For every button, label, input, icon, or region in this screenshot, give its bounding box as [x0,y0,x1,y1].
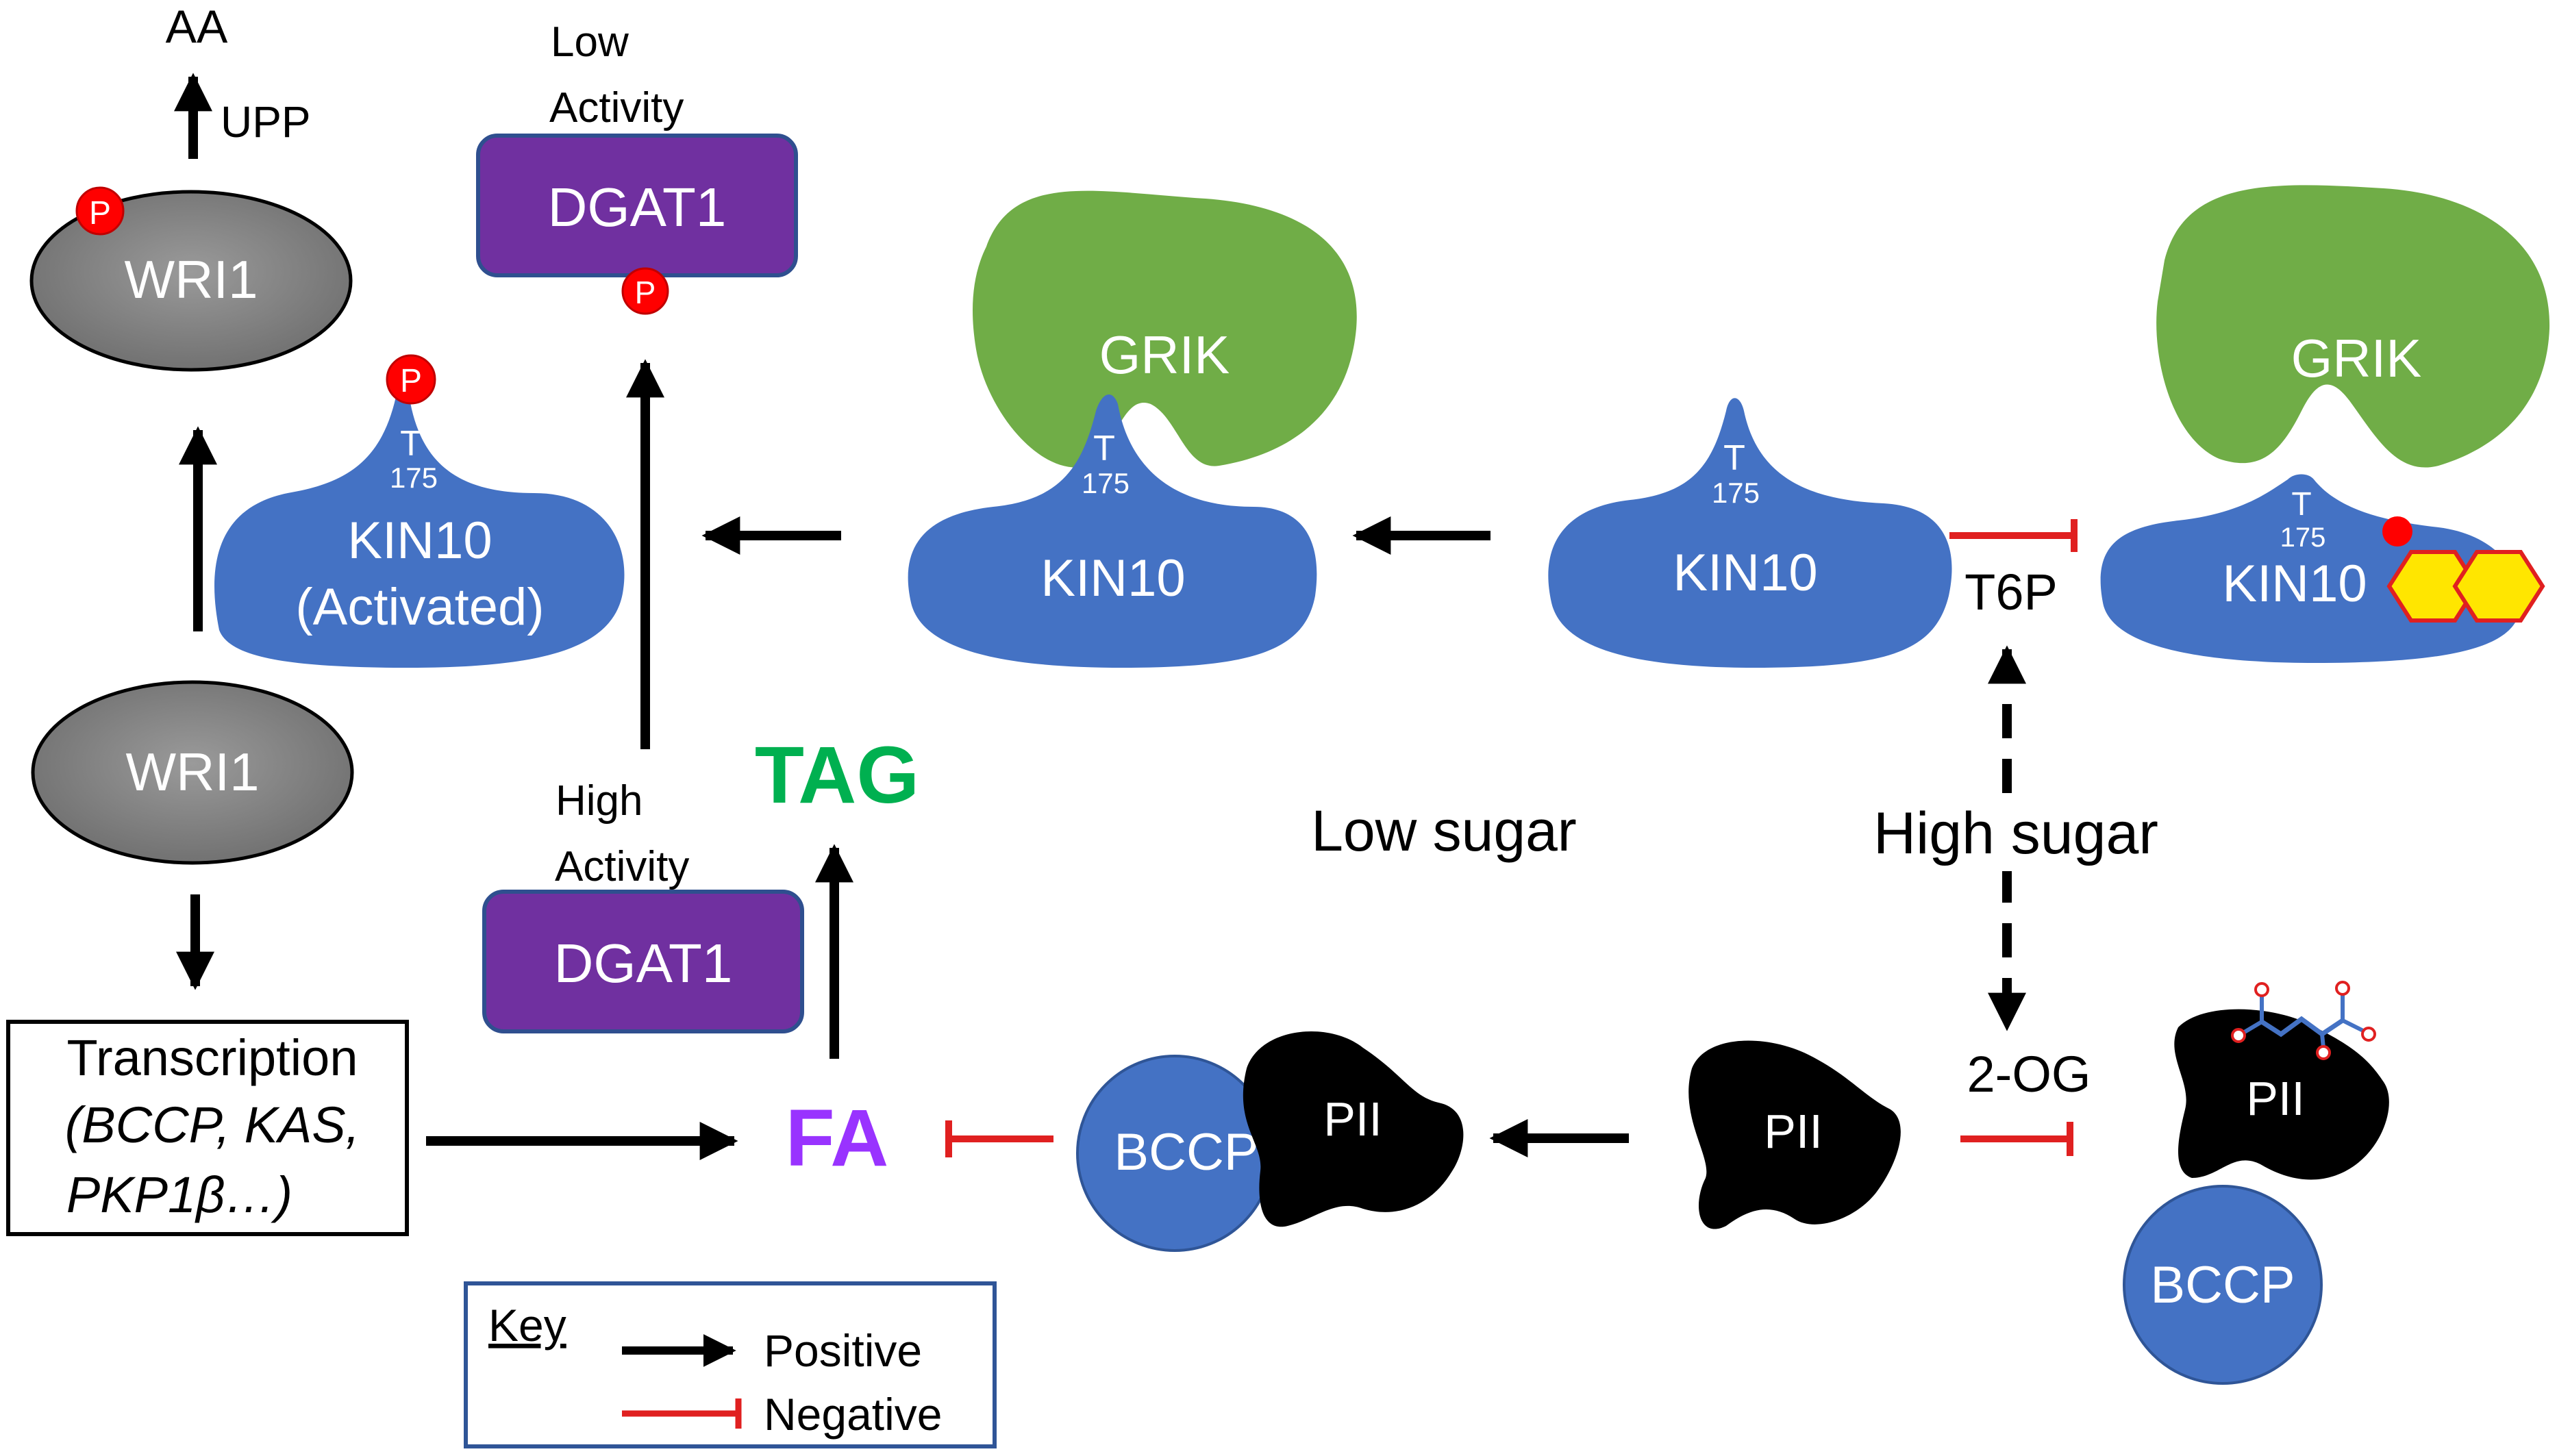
kin10-free-node [1548,398,1952,668]
grik-right-node [2156,185,2550,468]
bccp-free-label: BCCP [2150,1256,2295,1314]
t6p-label: T6P [1964,564,2058,620]
pii-bound-node [1243,1031,1464,1227]
transcription-box [6,1020,409,1236]
low-activity-line2: Activity [549,84,684,131]
wri1-phospho-label: P [89,195,111,231]
kin10-t6p-t: T [2291,486,2311,523]
grik-middle-node [973,190,1357,468]
dgat1-phospho-badge [621,267,669,315]
bccp-bound-label: BCCP [1114,1123,1258,1181]
kin10-middle-t-num: 175 [1082,467,1130,499]
kin10-free-label: KIN10 [1673,544,1817,602]
upp-label: UPP [221,97,311,147]
kin10-activated-t-num: 175 [390,462,438,494]
kin10-t6p-t-num: 175 [2280,523,2326,553]
high-activity-line1: High [556,777,643,825]
transcription-title: Transcription [67,1029,358,1086]
dgat1-phospho-label: P [635,275,656,310]
low-sugar-label: Low sugar [1311,799,1577,863]
kin10-t6p-label: KIN10 [2222,555,2367,613]
kin10-middle-label: KIN10 [1040,549,1185,607]
pii-2og-node [2174,1009,2389,1180]
wri1-top-label: WRI1 [125,249,258,310]
transcription-genes-line2: PKP1β…) [66,1166,292,1223]
low-activity-line1: Low [551,18,629,66]
two-og-label: 2-OG [1967,1046,2091,1103]
pii-free-node [1688,1040,1901,1229]
key-positive-label: Positive [764,1325,922,1376]
bccp-free-node [2123,1185,2323,1385]
high-sugar-label: High sugar [1873,801,2158,866]
kin10-activated-node [214,390,625,668]
high-sugar-label-bg [1849,796,2165,871]
kin10-activated-label: KIN10 [347,512,492,570]
pii-free-label: PII [1764,1105,1823,1158]
kin10-phospho-badge [386,354,436,405]
t6p-phosphate-dot [2382,516,2412,547]
kin10-middle-t: T [1093,429,1115,468]
pii-2og-label: PII [2246,1072,2305,1125]
key-title: Key [488,1300,566,1351]
fa-label: FA [786,1093,889,1183]
high-activity-line2: Activity [555,843,689,890]
aa-label: AA [166,1,228,53]
pii-bound-label: PII [1323,1092,1382,1146]
grik-middle-label: GRIK [1099,325,1230,385]
kin10-free-t-num: 175 [1712,477,1760,509]
tag-label: TAG [755,730,919,820]
wri1-top-node [29,190,353,372]
kin10-activated-t: T [400,424,422,464]
transcription-genes-line1: (BCCP, KAS, [65,1096,360,1153]
two-og-molecule-icon [2231,981,2376,1060]
key-negative-label: Negative [764,1389,943,1440]
wri1-bottom-node [31,680,354,865]
t6p-hexose-ring-2 [2452,550,2545,623]
kin10-middle-node [908,394,1317,668]
dgat1-low-label: DGAT1 [548,177,727,238]
t6p-hexose-ring-1 [2386,550,2480,623]
kin10-activated-sublabel: (Activated) [295,578,544,636]
kin10-free-t: T [1723,438,1745,478]
dgat1-high-node [482,890,804,1033]
grik-right-label: GRIK [2291,328,2422,388]
kin10-phospho-label: P [400,363,422,399]
wri1-phospho-badge [75,186,125,236]
wri1-bottom-label: WRI1 [126,742,260,802]
dgat1-high-label: DGAT1 [554,933,733,994]
